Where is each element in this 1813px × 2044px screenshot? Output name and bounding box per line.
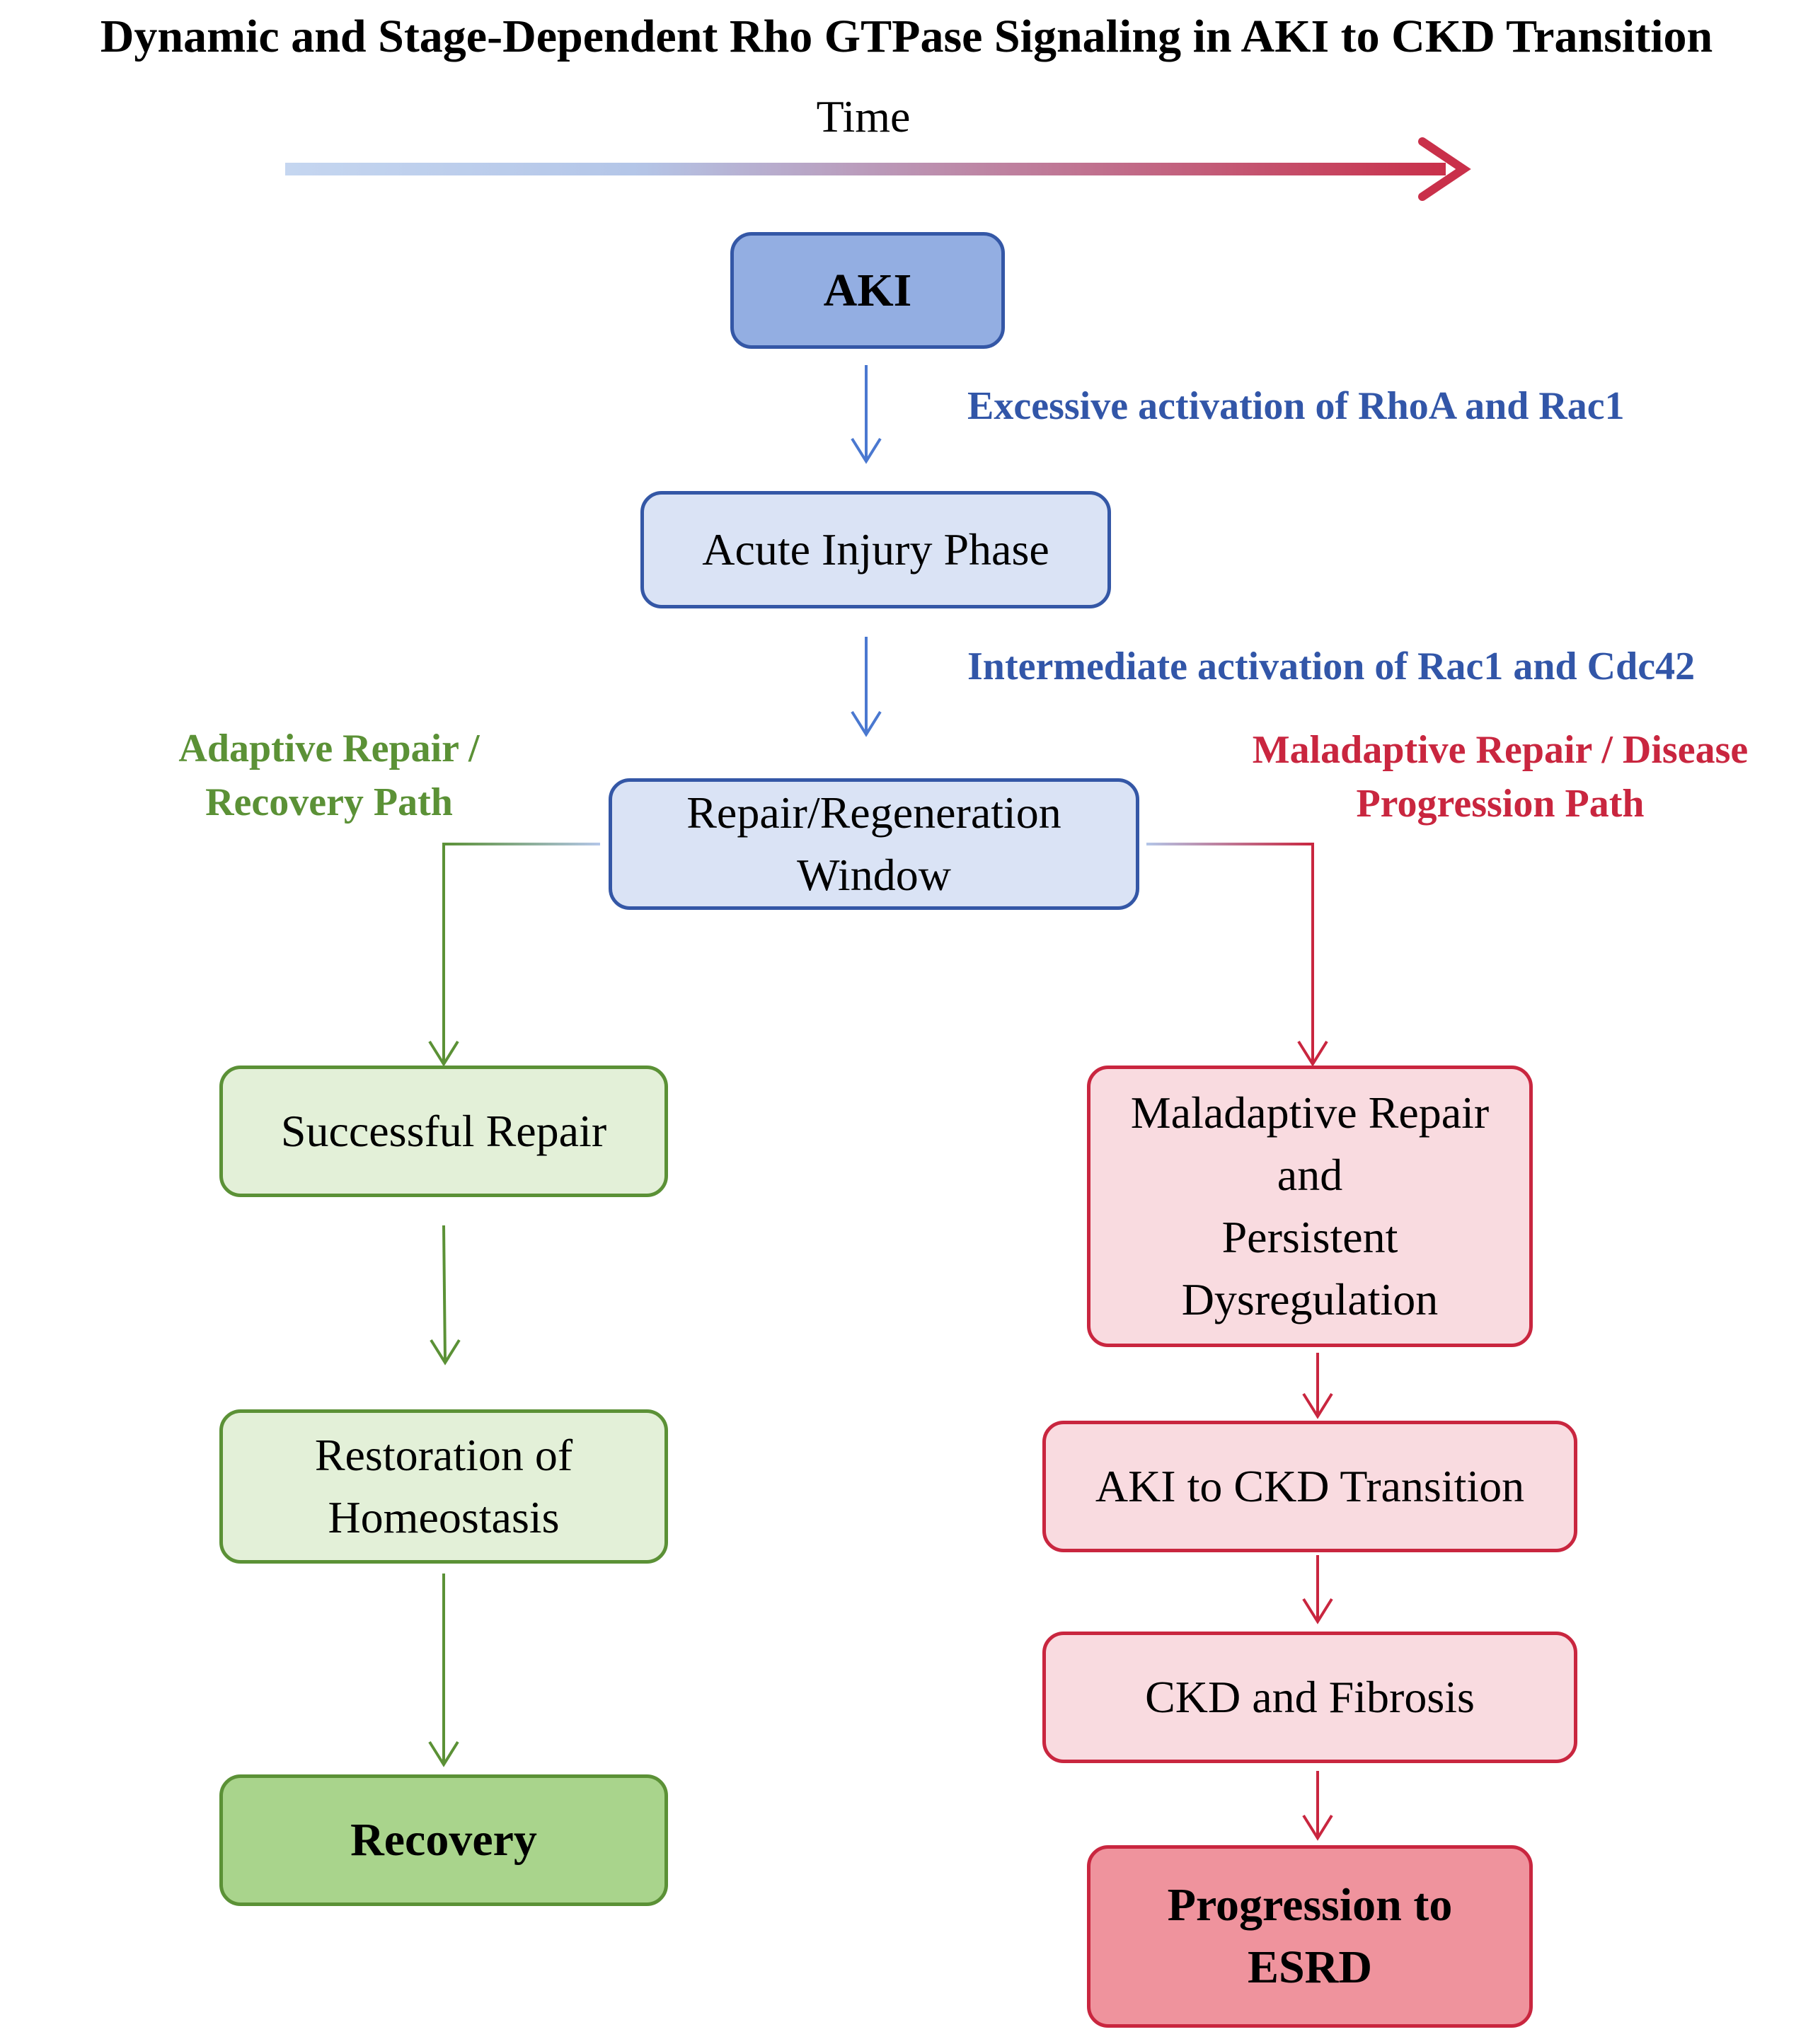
arrowhead [428,1740,459,1767]
arrowhead [430,1339,461,1365]
node-aki: AKI [730,232,1005,349]
red-arrows [1302,1353,1333,1841]
green-arrows [428,1225,461,1767]
node-acute-injury-phase: Acute Injury Phase [640,491,1111,608]
node-maladaptive-repair: Maladaptive Repair and Persistent Dysreg… [1087,1066,1533,1347]
blue-arrows [851,365,882,737]
connector-to-maladaptive [1146,843,1314,1063]
node-restoration-of-homeostasis: Restoration of Homeostasis [219,1409,668,1564]
time-label: Time [816,91,911,142]
time-arrow-shaft [285,163,1446,175]
arrowhead [1297,1040,1328,1067]
node-aki-to-ckd-transition: AKI to CKD Transition [1042,1421,1577,1552]
arrowhead [1302,1392,1333,1419]
node-repair-regeneration-window: Repair/Regeneration Window [609,778,1139,910]
arrowhead [1302,1598,1333,1624]
label-maladaptive-path: Maladaptive Repair / Disease Progression… [1252,728,1749,826]
node-progression-to-esrd: Progression to ESRD [1087,1845,1533,2028]
time-arrow-head [1418,137,1471,201]
arrow-successful-to-restoration [442,1225,447,1362]
arrowhead [428,1040,459,1067]
time-arrow [285,137,1471,201]
arrowhead [851,710,882,737]
connector-to-adaptive [442,843,600,1063]
node-recovery: Recovery [219,1774,668,1906]
label-excessive-activation: Excessive activation of RhoA and Rac1 [967,384,1625,428]
branch-connectors [428,843,1328,1067]
figure-title: Dynamic and Stage-Dependent Rho GTPase S… [100,11,1713,62]
arrowhead [851,437,882,464]
node-ckd-and-fibrosis: CKD and Fibrosis [1042,1632,1577,1763]
arrowhead [1302,1814,1333,1841]
label-adaptive-path: Adaptive Repair / Recovery Path [178,727,480,824]
node-successful-repair: Successful Repair [219,1066,668,1197]
label-intermediate-activation: Intermediate activation of Rac1 and Cdc4… [967,645,1696,688]
